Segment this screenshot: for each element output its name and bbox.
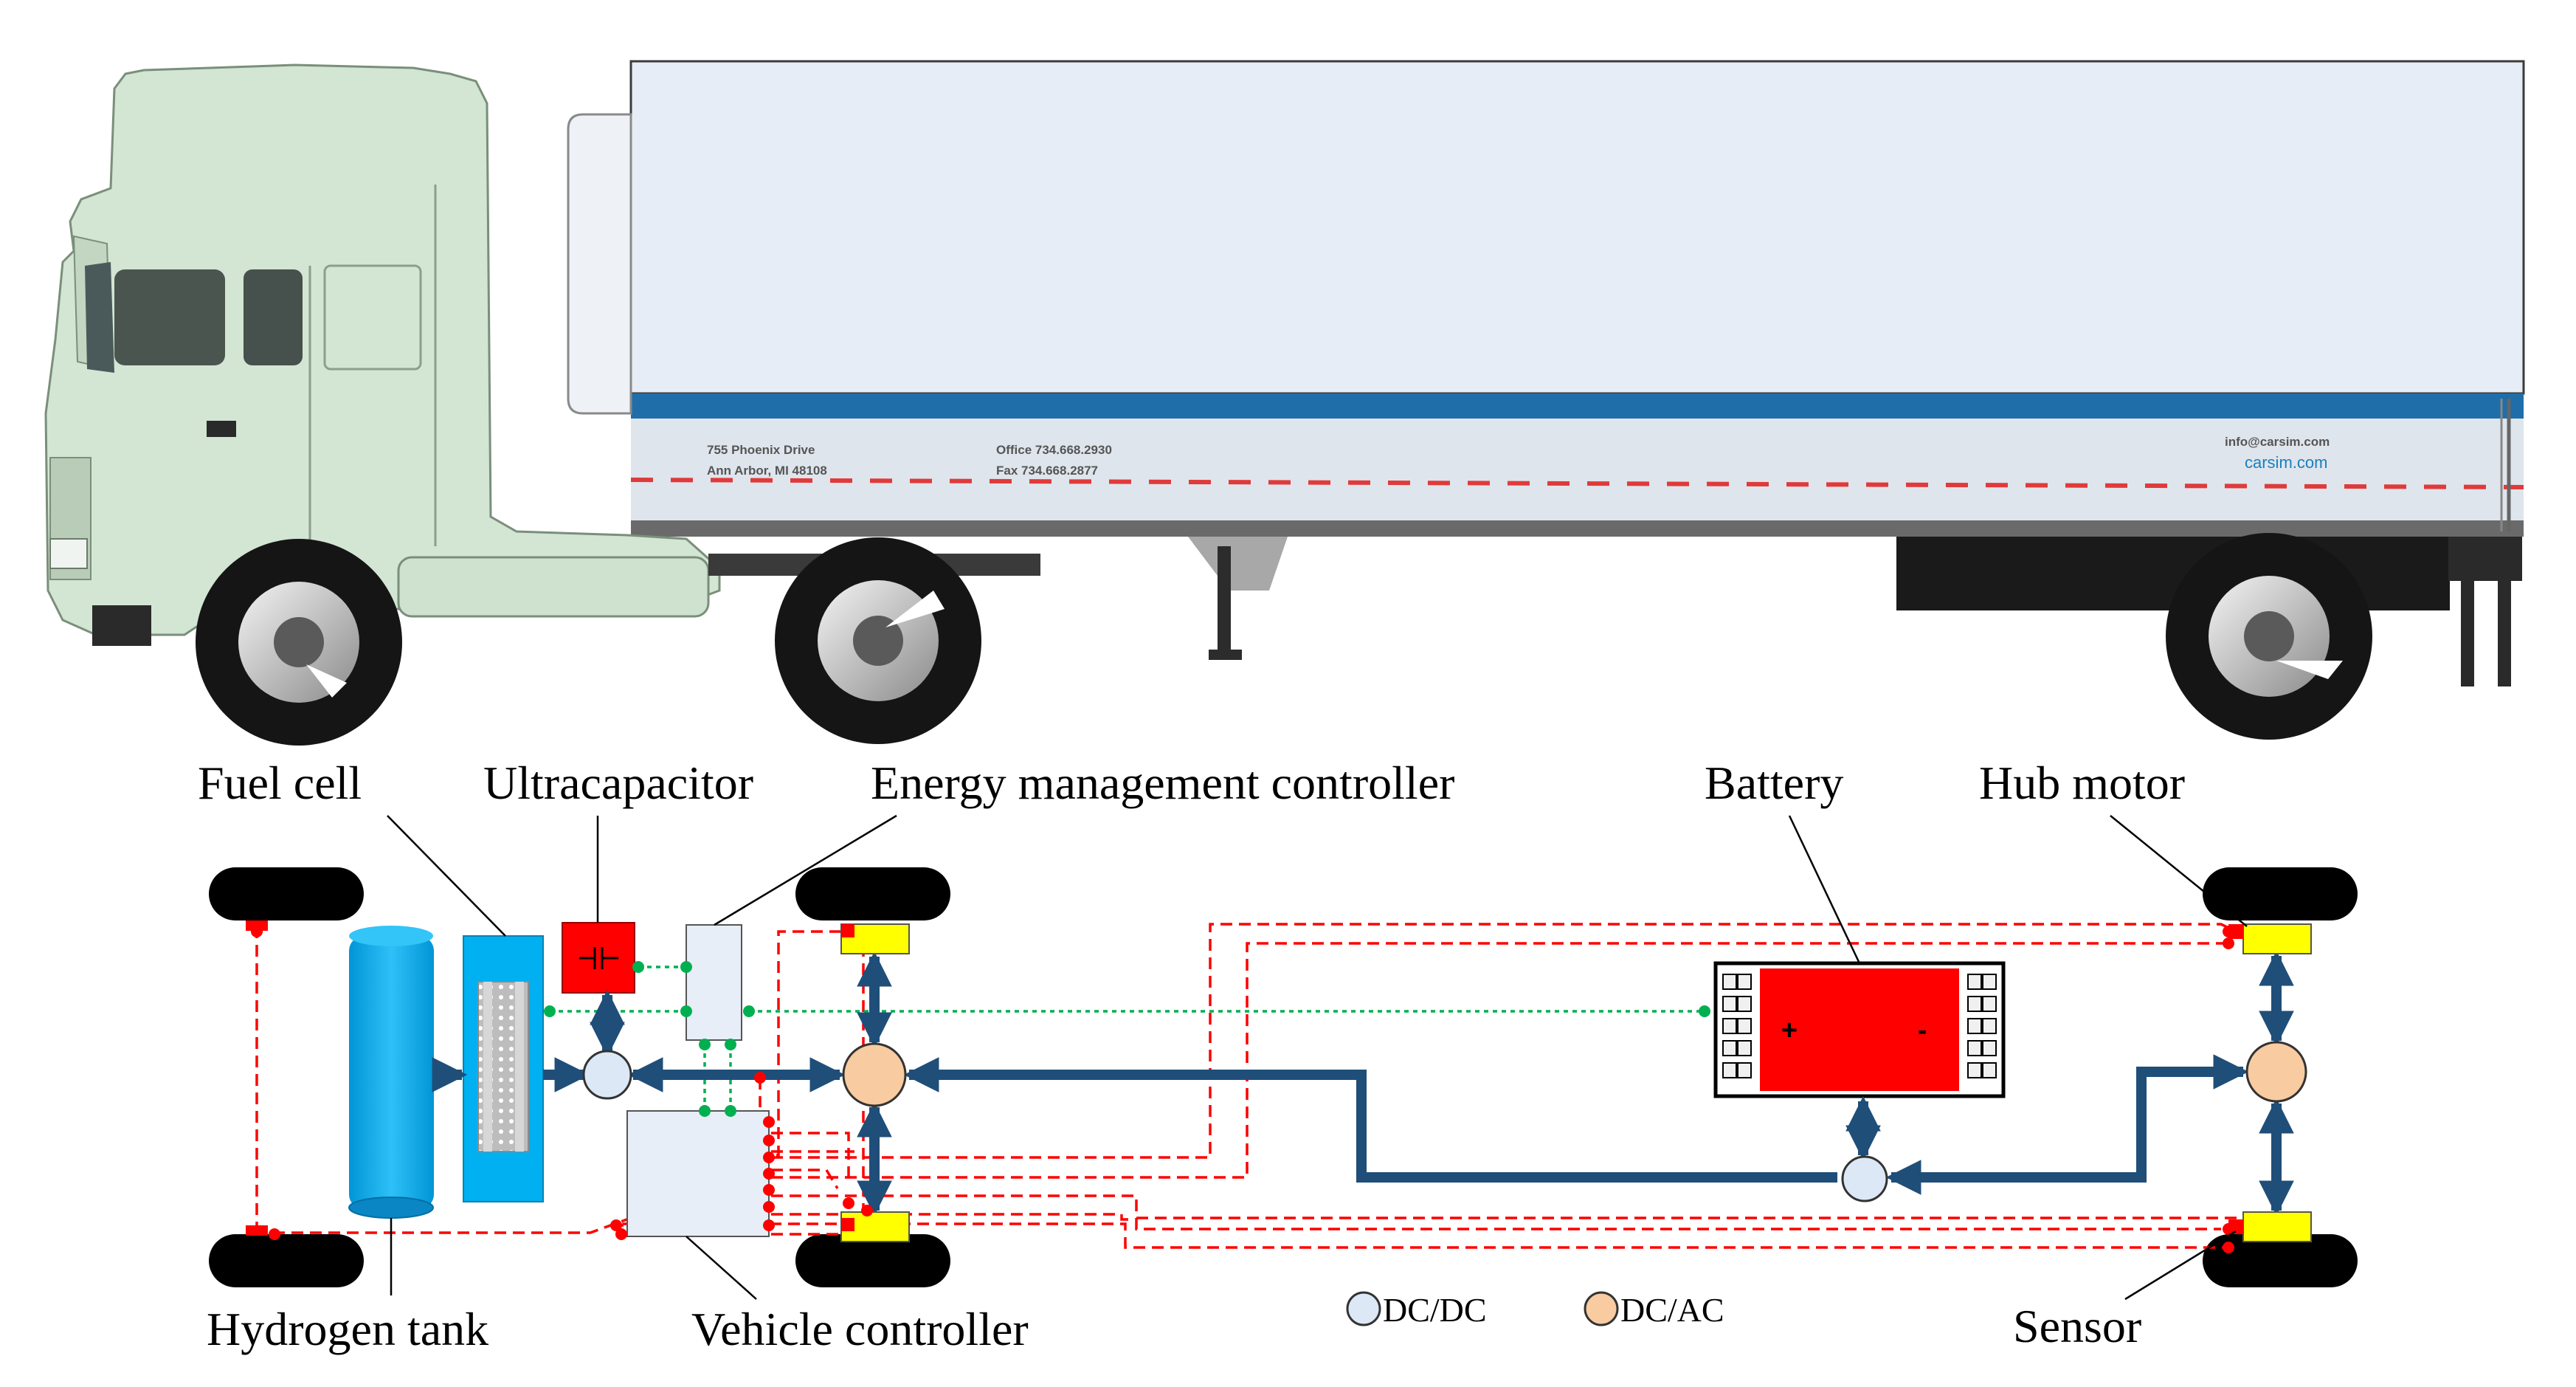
battery-dcdc-to-rear-dcac-line [1885, 1054, 2249, 1195]
hub-motor-rear-bottom [2242, 1211, 2312, 1242]
wheel-front-left-bottom [209, 1234, 364, 1287]
comm-dots [544, 961, 1710, 1117]
legend-dcdc-swatch [1346, 1291, 1381, 1326]
trailer-landing-gear [1218, 546, 1231, 657]
battery-negative-terminal: - [1918, 1015, 1927, 1046]
vehicle-controller [626, 1110, 770, 1237]
ultracapacitor [562, 922, 635, 994]
cab-side-window-2 [244, 269, 303, 365]
label-ultracapacitor: Ultracapacitor [483, 757, 753, 809]
trailer-address-line2: Ann Arbor, MI 48108 [707, 464, 827, 478]
dcdc-converter-fuelcell [582, 1050, 632, 1100]
trailer-rear-wheel [2166, 533, 2372, 740]
leader-lines [387, 814, 2248, 1301]
legend-dcdc-label: DC/DC [1383, 1291, 1487, 1329]
label-vehicle-controller: Vehicle controller [691, 1303, 1029, 1355]
label-energy-management-controller: Energy management controller [871, 757, 1454, 809]
powertrain-schematic: + - [198, 757, 2358, 1355]
dcac-inverter-front [842, 1042, 907, 1107]
trailer-office-line2: Fax 734.668.2877 [996, 464, 1098, 478]
label-sensor: Sensor [2013, 1300, 2141, 1352]
wheel-front-left-top [209, 867, 364, 920]
front-steer-wheel [196, 539, 402, 746]
reefer-unit [567, 113, 632, 415]
sensor-drive-bottom [841, 1218, 854, 1231]
truck-illustration: 755 Phoenix Drive Ann Arbor, MI 48108 Of… [44, 60, 2525, 746]
label-fuel-cell: Fuel cell [198, 757, 362, 809]
sensor-front-left-bottom [246, 1225, 268, 1236]
power-flow-lines [432, 950, 2294, 1216]
dcac-inverter-rear [2245, 1041, 2307, 1103]
trailer-address-line1: 755 Phoenix Drive [707, 443, 815, 457]
hydrogen-tank [348, 926, 434, 1219]
trailer-stripe [631, 393, 2524, 419]
label-battery: Battery [1705, 757, 1843, 809]
trailer-website: carsim.com [2245, 453, 2327, 472]
label-hub-motor: Hub motor [1979, 757, 2185, 809]
cab-fog-light [92, 605, 151, 646]
signal-dots [251, 926, 2234, 1253]
fuel-cell [463, 935, 544, 1202]
wheel-rear-bottom [2203, 1234, 2358, 1287]
wheel-drive-bottom [795, 1234, 950, 1287]
energy-management-controller [686, 924, 742, 1041]
trailer-office-line1: Office 734.668.2930 [996, 443, 1112, 457]
label-hydrogen-tank: Hydrogen tank [207, 1303, 488, 1355]
trailer-lower-panel [631, 419, 2524, 529]
legend-dcac-label: DC/AC [1620, 1291, 1724, 1329]
cab-side-tank [397, 556, 710, 618]
cab-side-window-1 [114, 269, 225, 365]
trailer-bottom-rail [631, 520, 2524, 537]
battery-pack: + - [1713, 961, 2006, 1098]
hub-motor-rear-top [2242, 923, 2312, 954]
cab-headlight [49, 538, 88, 569]
wheel-drive-top [795, 867, 950, 920]
battery-dcdc-to-front-dcac-line [903, 1057, 1837, 1183]
trailer-email: info@carsim.com [2225, 435, 2330, 449]
battery-positive-terminal: + [1781, 1015, 1798, 1046]
legend: DC/DC DC/AC [1346, 1291, 1724, 1329]
dcdc-converter-battery [1841, 1155, 1888, 1202]
legend-dcac-swatch [1584, 1291, 1619, 1326]
trailer-body [629, 60, 2525, 395]
truck-cab [44, 63, 721, 636]
tractor-drive-wheel [775, 537, 981, 744]
cab-windshield [85, 262, 114, 373]
comm-lines [550, 966, 1701, 1111]
wheel-rear-top [2203, 867, 2358, 920]
